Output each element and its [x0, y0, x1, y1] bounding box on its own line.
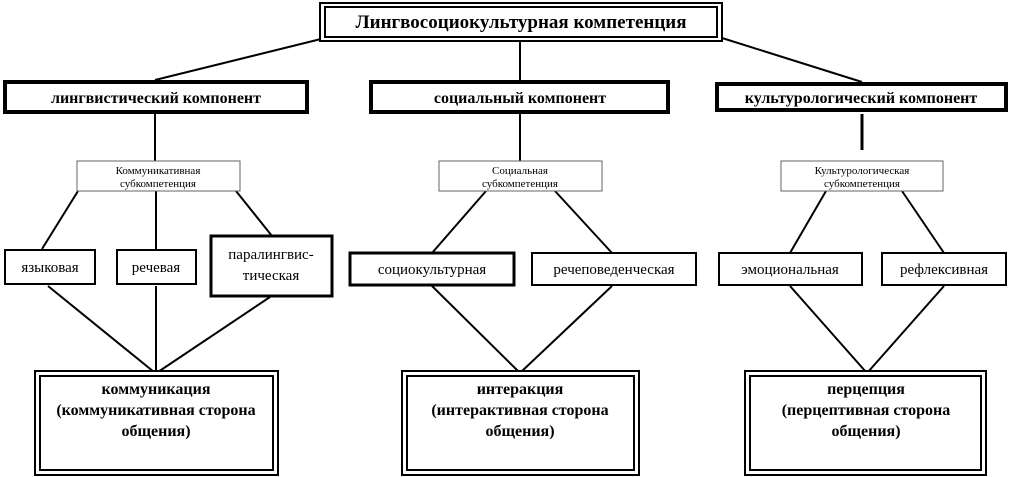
outcome-perception: перцепция (перцептивная сторона общения)	[744, 370, 987, 476]
outcome-communication: коммуникация (коммуникативная сторона об…	[34, 370, 279, 476]
connector-paraling-communication	[157, 296, 271, 373]
connector-sub-emotional	[789, 190, 827, 254]
connector-sub-behavioral	[554, 190, 613, 254]
type-label-line-1: паралингвис-	[228, 247, 313, 263]
type-label: речеповеденческая	[553, 262, 674, 278]
outcome-line-1: интеракция	[477, 381, 564, 398]
connector-title-cultural	[721, 37, 863, 83]
outcome-line-3: общения)	[121, 423, 190, 440]
subcompetence-line-1: Культурологическая	[815, 165, 910, 177]
connector-behavioral-interaction	[520, 285, 613, 373]
title-box: Лингвосоциокультурная компетенция	[319, 2, 723, 42]
outcome-line-2: (интерактивная сторона	[431, 402, 608, 419]
subcompetence-line-2: субкомпетенция	[120, 178, 196, 190]
connector-sub-sociocultural	[431, 190, 487, 254]
subcompetence-line-2: субкомпетенция	[824, 178, 900, 190]
component-cultural: культурологический компонент	[715, 82, 1008, 112]
type-reflexive: рефлексивная	[881, 252, 1007, 286]
subcompetence-social: Социальная субкомпетенция	[438, 160, 603, 192]
connector-sub-reflexive	[901, 190, 945, 254]
type-speech: речевая	[116, 249, 197, 285]
type-emotional: эмоциональная	[718, 252, 863, 286]
subcompetence-line-1: Коммуникативная	[116, 165, 201, 177]
outcome-line-1: коммуникация	[101, 381, 210, 398]
subcompetence-communicative: Коммуникативная субкомпетенция	[76, 160, 241, 192]
component-label: культурологический компонент	[745, 90, 978, 107]
outcome-line-2: (перцептивная сторона	[782, 402, 951, 419]
type-label: эмоциональная	[741, 262, 839, 278]
component-label: лингвистический компонент	[51, 90, 261, 107]
connector-title-linguistic	[154, 37, 326, 81]
connectors	[41, 37, 945, 373]
connector-emotional-perception	[789, 285, 867, 373]
type-speech-behavioral: речеповеденческая	[531, 252, 697, 286]
component-linguistic: лингвистический компонент	[3, 80, 309, 114]
type-paralinguistic: паралингвис- тическая	[209, 234, 334, 298]
type-label: речевая	[132, 260, 181, 276]
type-sociocultural: социокультурная	[348, 251, 516, 287]
outcome-line-3: общения)	[485, 423, 554, 440]
outcome-line-2: (коммуникативная сторона	[56, 402, 255, 419]
type-label: социокультурная	[378, 262, 486, 278]
connector-sub-language	[41, 190, 79, 250]
outcome-interaction: интеракция (интерактивная сторона общени…	[401, 370, 640, 476]
type-label-line-2: тическая	[243, 268, 300, 284]
subcompetence-line-1: Социальная	[492, 165, 548, 177]
type-language: языковая	[4, 249, 96, 285]
connector-sociocultural-interaction	[431, 285, 520, 373]
subcompetence-cultural: Культурологическая субкомпетенция	[780, 160, 944, 192]
component-social: социальный компонент	[369, 80, 670, 114]
type-label: языковая	[21, 260, 78, 276]
connector-sub-paraling	[235, 190, 273, 237]
subcompetence-line-2: субкомпетенция	[482, 178, 558, 190]
component-label: социальный компонент	[434, 90, 606, 107]
title-text: Лингвосоциокультурная компетенция	[356, 12, 687, 33]
outcome-line-1: перцепция	[827, 381, 905, 398]
connector-language-communication	[47, 285, 155, 373]
type-label: рефлексивная	[900, 262, 988, 278]
connector-reflexive-perception	[867, 285, 945, 373]
outcome-line-3: общения)	[831, 423, 900, 440]
